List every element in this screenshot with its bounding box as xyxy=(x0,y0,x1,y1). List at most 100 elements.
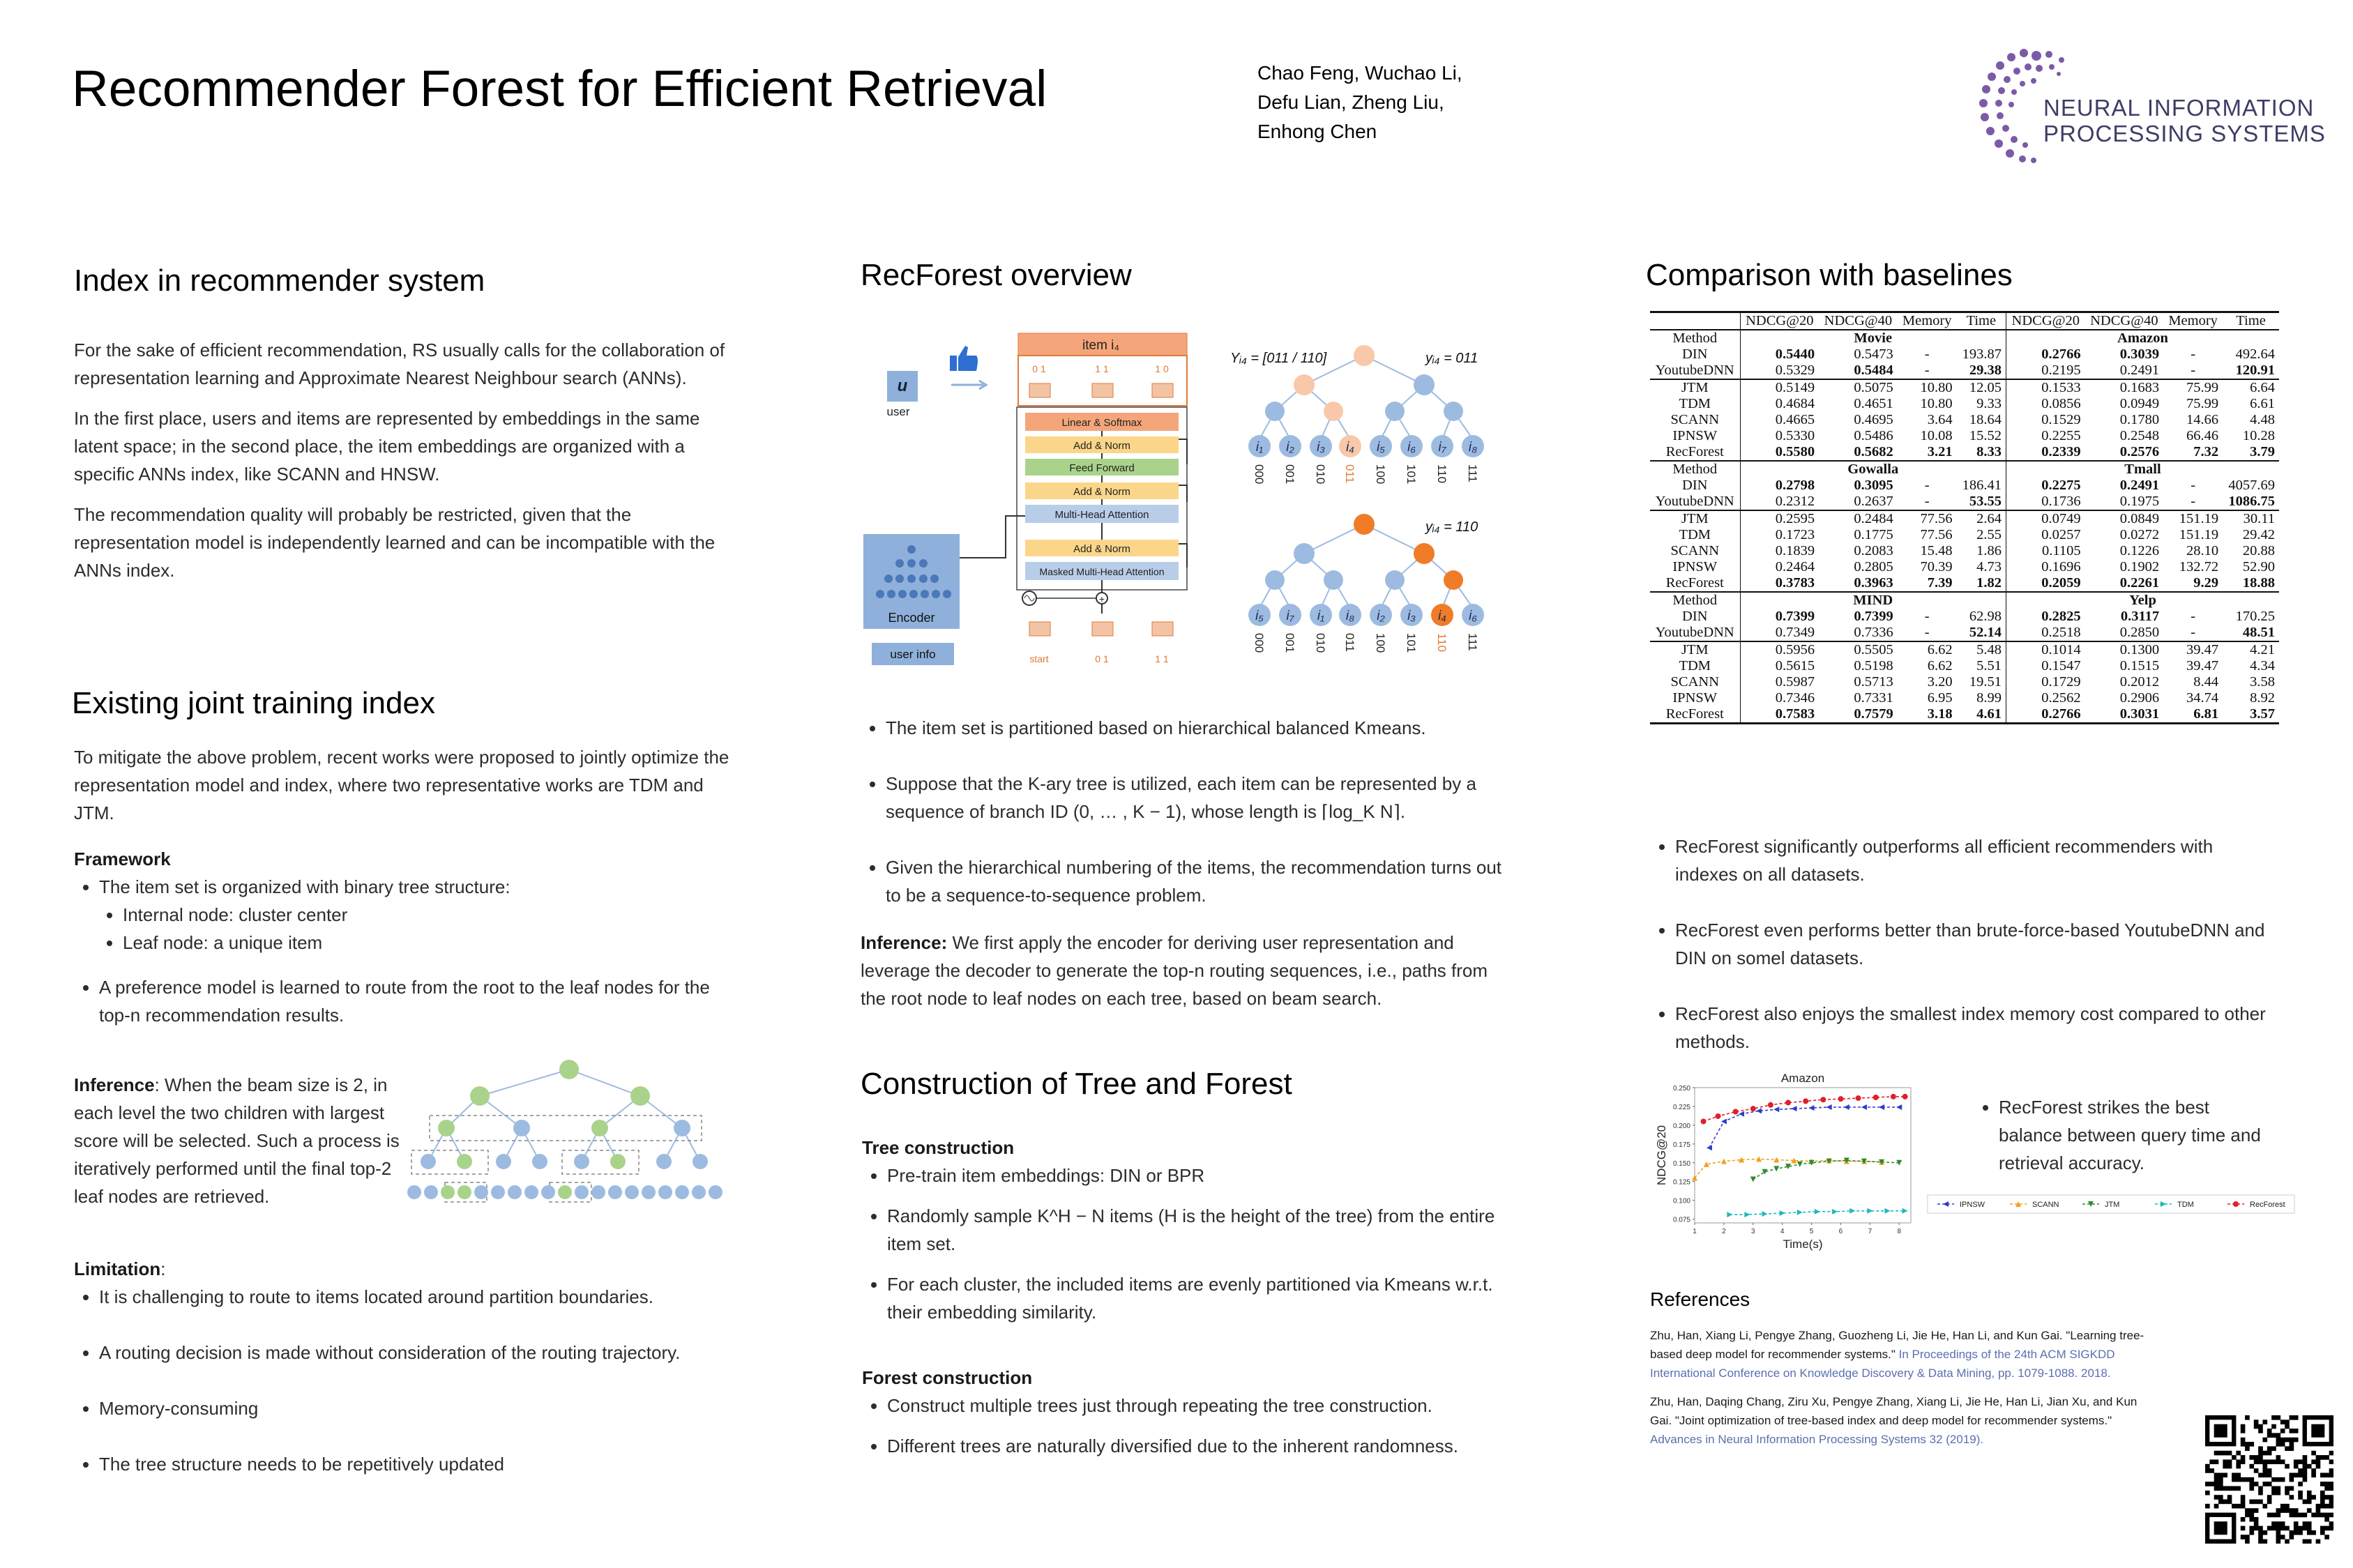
data-point xyxy=(1720,1158,1727,1164)
table-cell: JTM xyxy=(1650,379,1741,396)
table-cell: 0.5473 xyxy=(1854,347,1893,362)
data-point xyxy=(2088,1201,2094,1207)
table-cell: 0.1775 xyxy=(1854,527,1893,542)
table-cell: 0.1683 xyxy=(2085,379,2164,396)
thumbs-up-icon xyxy=(950,346,978,371)
series-line-ipnsw xyxy=(1709,1106,1900,1148)
list-item: RecForest strikes the best balance betwe… xyxy=(1999,1093,2267,1177)
table-header-cell: NDCG@40 xyxy=(1819,311,1898,330)
list-item: Memory-consuming xyxy=(99,1394,743,1422)
table-cell: 0.7336 xyxy=(1854,625,1893,640)
data-point xyxy=(1896,1104,1902,1111)
data-point xyxy=(1756,1156,1762,1162)
neurips-logo-icon xyxy=(1979,49,2064,163)
data-point xyxy=(1791,1157,1797,1164)
section-title-index: Index in recommender system xyxy=(74,264,485,298)
table-header-cell: NDCG@40 xyxy=(2085,311,2164,330)
data-point xyxy=(1884,1208,1891,1214)
data-point xyxy=(1890,1093,1896,1099)
svg-text:000: 000 xyxy=(1253,633,1266,653)
table-cell: 170.25 xyxy=(2235,609,2275,624)
svg-text:i₈: i₈ xyxy=(1346,609,1354,623)
table-cell: - xyxy=(1924,494,1930,509)
table-cell: 151.19 xyxy=(2179,527,2219,542)
data-point xyxy=(1902,1093,1908,1099)
table-cell: JTM xyxy=(1650,641,1741,658)
table-cell: 0.1780 xyxy=(2119,412,2160,427)
table-cell: 12.05 xyxy=(1956,379,2006,396)
table-cell: 10.80 xyxy=(1920,396,1953,411)
table-cell: 193.87 xyxy=(1962,347,2002,362)
table-cell: 20.88 xyxy=(2242,543,2275,558)
neurips-logo-text: NEURAL INFORMATION PROCESSING SYSTEMS xyxy=(2043,95,2326,146)
table-cell: - xyxy=(2191,363,2196,378)
svg-text:Feed Forward: Feed Forward xyxy=(1069,462,1134,474)
legend-label: TDM xyxy=(2177,1201,2194,1209)
list-item: Suppose that the K-ary tree is utilized,… xyxy=(886,770,1516,825)
svg-text:011: 011 xyxy=(1343,464,1356,483)
table-cell: - xyxy=(1924,363,1930,378)
inference-label: Inference: xyxy=(861,932,948,953)
table-cell: 0.4651 xyxy=(1854,396,1893,411)
list-item: The item set is partitioned based on hie… xyxy=(886,714,1516,742)
data-point xyxy=(1803,1098,1809,1104)
svg-text:010: 010 xyxy=(1314,633,1327,653)
y-tick-label: 0.100 xyxy=(1673,1198,1690,1205)
x-tick-label: 5 xyxy=(1810,1228,1814,1235)
svg-text:i₄: i₄ xyxy=(1346,440,1354,455)
table-cell: 7.39 xyxy=(1927,575,1953,591)
svg-text:Add & Norm: Add & Norm xyxy=(1073,440,1130,452)
table-cell: 0.3095 xyxy=(1854,478,1893,493)
table-cell: 6.61 xyxy=(2250,396,2275,411)
table-cell: 0.5987 xyxy=(1739,674,1819,690)
data-point xyxy=(1879,1159,1885,1165)
svg-text:000: 000 xyxy=(1253,464,1266,484)
data-point xyxy=(1767,1102,1773,1108)
data-point xyxy=(1879,1104,1885,1111)
table-cell: - xyxy=(2191,478,2196,493)
svg-text:100: 100 xyxy=(1374,633,1387,653)
table-cell: 0.3031 xyxy=(2085,706,2164,724)
table-dataset-label: Amazon xyxy=(2005,329,2279,347)
data-point xyxy=(1867,1208,1873,1214)
legend-label: JTM xyxy=(2105,1201,2119,1209)
forest-construction-label: Forest construction xyxy=(862,1367,1033,1388)
table-cell: IPNSW xyxy=(1672,559,1718,574)
table-cell: RecForest xyxy=(1665,575,1724,591)
table-cell: 29.38 xyxy=(1969,363,2002,378)
paragraph: For the sake of efficient recommendation… xyxy=(74,340,725,388)
data-point xyxy=(1762,1169,1768,1175)
table-cell: 6.95 xyxy=(1927,690,1953,706)
svg-text:i₇: i₇ xyxy=(1287,609,1295,623)
table-cell: 0.2595 xyxy=(1739,510,1819,527)
section-title-construction: Construction of Tree and Forest xyxy=(861,1067,1292,1101)
data-point xyxy=(1943,1201,1949,1207)
list-item: RecForest significantly outperforms all … xyxy=(1675,832,2278,888)
table-cell: 8.99 xyxy=(1976,690,2002,706)
page-title: Recommender Forest for Efficient Retriev… xyxy=(72,61,1047,117)
data-point xyxy=(1849,1208,1856,1214)
table-cell: 120.91 xyxy=(2235,363,2275,378)
series-line-scann xyxy=(1694,1158,1882,1178)
data-point xyxy=(1715,1113,1721,1119)
table-cell: TDM xyxy=(1679,658,1711,673)
data-point xyxy=(1861,1158,1867,1164)
data-point xyxy=(1762,1211,1768,1217)
data-point xyxy=(1843,1104,1849,1111)
table-cell: 0.5682 xyxy=(1854,444,1893,459)
table-cell: 0.1736 xyxy=(2005,494,2085,510)
svg-text:010: 010 xyxy=(1314,464,1327,484)
svg-text:i₃: i₃ xyxy=(1407,609,1416,623)
data-point xyxy=(1779,1210,1785,1216)
data-point xyxy=(1773,1106,1780,1113)
table-cell: Method xyxy=(1650,329,1741,347)
data-point xyxy=(1750,1176,1756,1182)
svg-text:011: 011 xyxy=(1343,633,1356,652)
svg-text:i₁: i₁ xyxy=(1256,440,1263,455)
table-cell: 48.51 xyxy=(2242,625,2275,640)
